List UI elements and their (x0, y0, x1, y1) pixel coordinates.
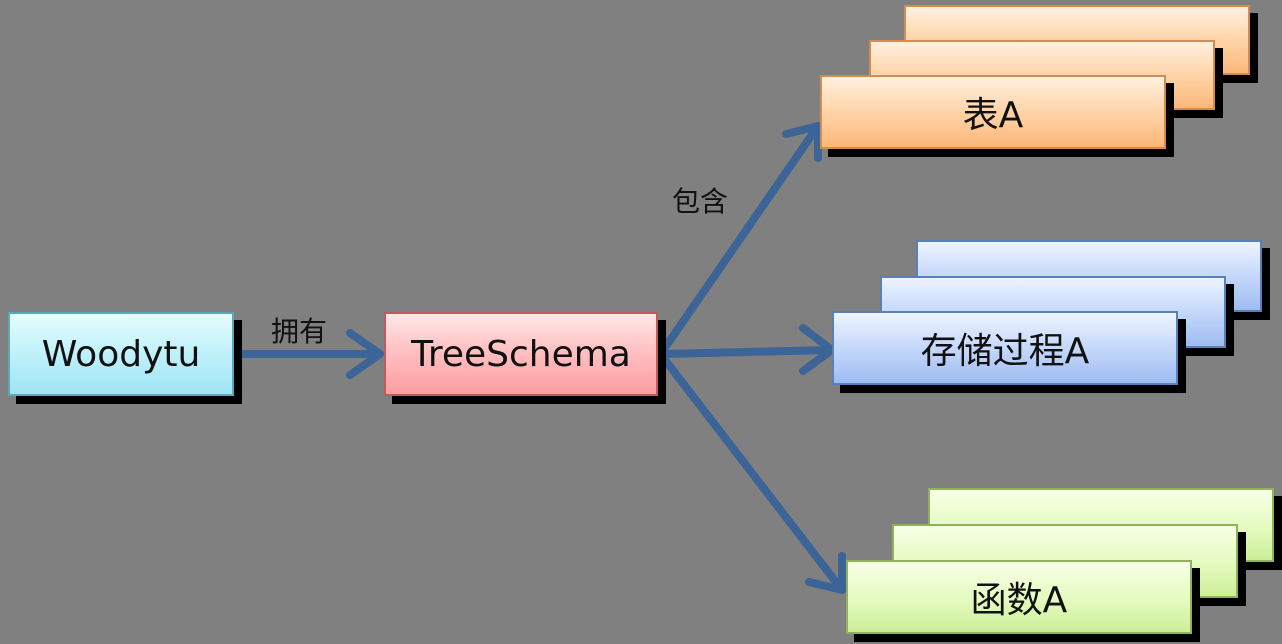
node-treeschema-label: TreeSchema (411, 333, 631, 375)
node-table-label: 表A (962, 95, 1024, 136)
node-procedure-label: 存储过程A (920, 331, 1090, 372)
arrow-treeschema-to-procedure (658, 346, 836, 358)
node-procedure: 存储过程A (832, 311, 1178, 385)
node-treeschema: TreeSchema (384, 312, 658, 396)
node-function-label: 函数A (970, 580, 1068, 621)
arrow-treeschema-to-table (658, 122, 822, 356)
node-table: 表A (820, 75, 1166, 149)
edge-label-contains: 包含 (672, 185, 729, 218)
edge-label-owns: 拥有 (271, 315, 328, 348)
node-function: 函数A (846, 560, 1192, 634)
node-woodytu-label: Woodytu (41, 333, 201, 375)
arrowhead-treeschema-to-table (782, 122, 822, 162)
arrow-treeschema-to-function (658, 352, 846, 594)
arrowhead-woodytu-to-treeschema (346, 329, 384, 379)
node-woodytu: Woodytu (8, 312, 234, 396)
arrowhead-treeschema-to-function (805, 552, 846, 594)
